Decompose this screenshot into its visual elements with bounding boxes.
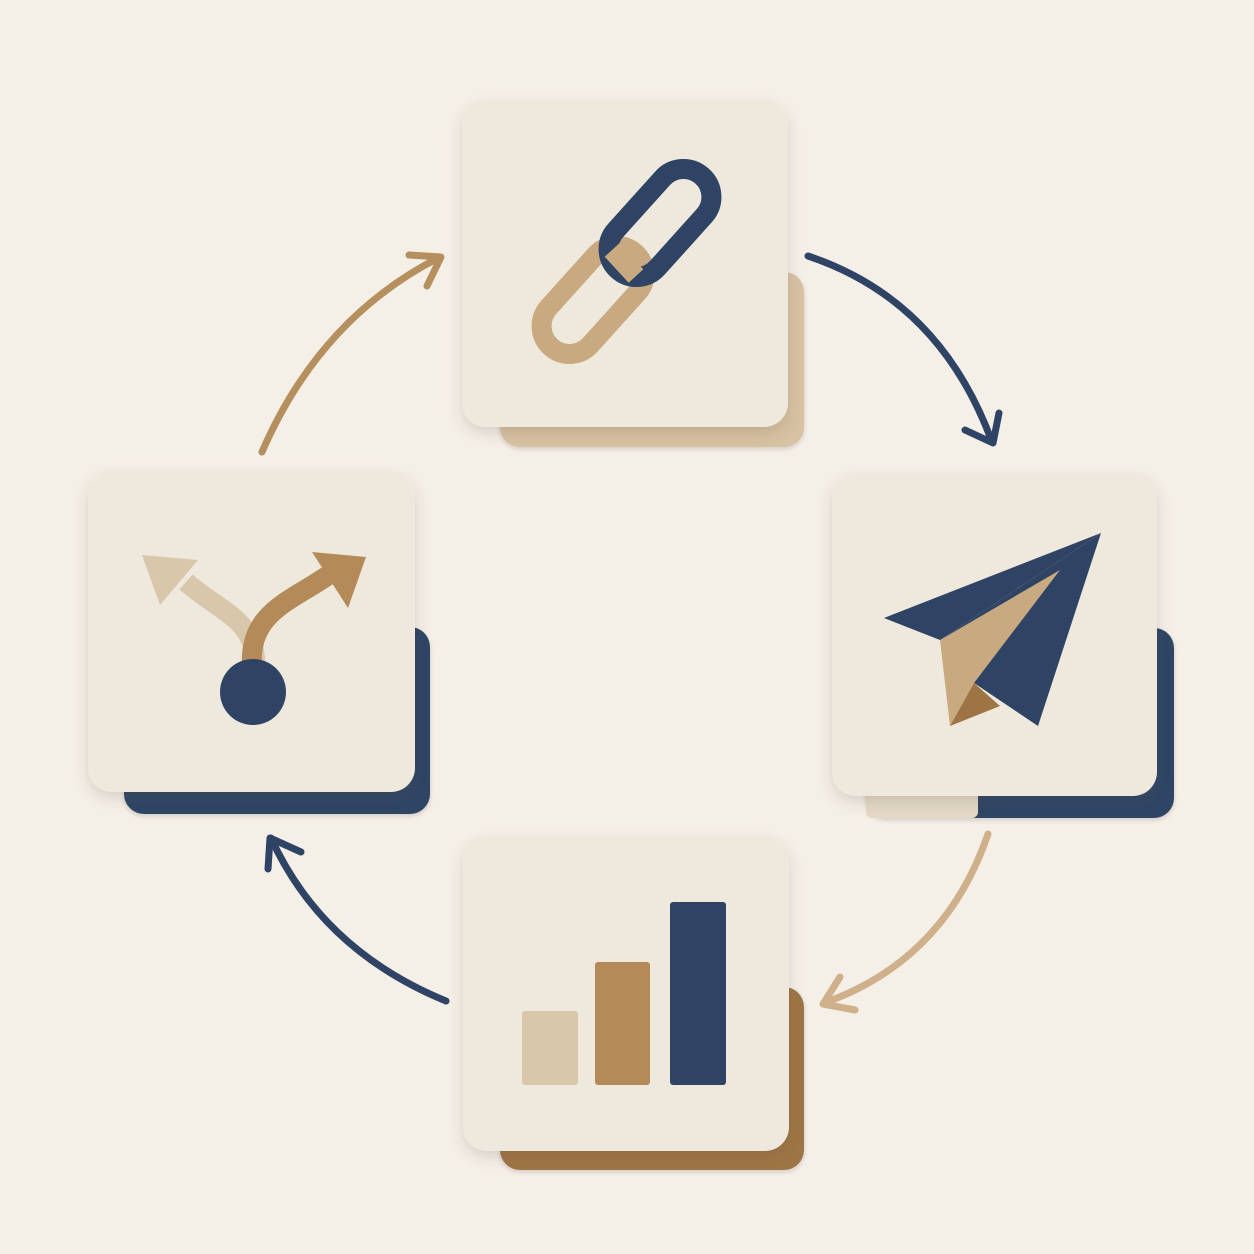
arrow-top-to-right xyxy=(804,252,1003,447)
arrow-right-to-bottom xyxy=(819,830,992,1014)
bar-chart-icon xyxy=(522,902,726,1085)
chain-link-lower xyxy=(531,235,655,365)
arrow-left-to-top-head xyxy=(405,251,445,290)
card-left xyxy=(88,472,430,814)
arrow-left-to-top xyxy=(258,251,445,456)
arrow-bottom-to-left-head xyxy=(264,834,305,873)
arrow-right-to-bottom-line xyxy=(820,830,992,1007)
arrow-top-to-right-line xyxy=(804,252,996,446)
card-top xyxy=(462,101,804,447)
arrow-bottom-to-left xyxy=(264,834,450,1005)
bar-chart-bar-short xyxy=(522,1011,578,1085)
paper-plane-tail-fold xyxy=(950,683,1000,726)
paper-plane-left-wing xyxy=(884,533,1101,640)
arrow-right-to-bottom-head xyxy=(819,973,859,1014)
branch-left-arrowhead xyxy=(142,555,198,605)
paper-plane-right-wing xyxy=(940,533,1101,726)
card-right xyxy=(832,474,1174,818)
bar-chart-bar-medium xyxy=(595,962,650,1085)
chain-link-icon xyxy=(531,158,722,365)
card-right-backing-strip xyxy=(866,790,978,818)
card-bottom xyxy=(463,837,804,1170)
branch-right-stem xyxy=(241,565,336,669)
branch-origin-dot xyxy=(220,659,286,725)
branching-arrows-icon xyxy=(142,552,366,725)
chain-link-overlap xyxy=(604,243,644,283)
branch-right-arrowhead xyxy=(312,552,366,608)
bar-chart-bar-tall xyxy=(670,902,726,1085)
arrow-left-to-top-line xyxy=(258,253,444,456)
paper-plane-icon xyxy=(884,533,1101,726)
arrow-top-to-right-head xyxy=(961,409,1003,447)
arrow-bottom-to-left-line xyxy=(267,834,450,1005)
paper-plane-inner-fold xyxy=(940,570,1060,726)
